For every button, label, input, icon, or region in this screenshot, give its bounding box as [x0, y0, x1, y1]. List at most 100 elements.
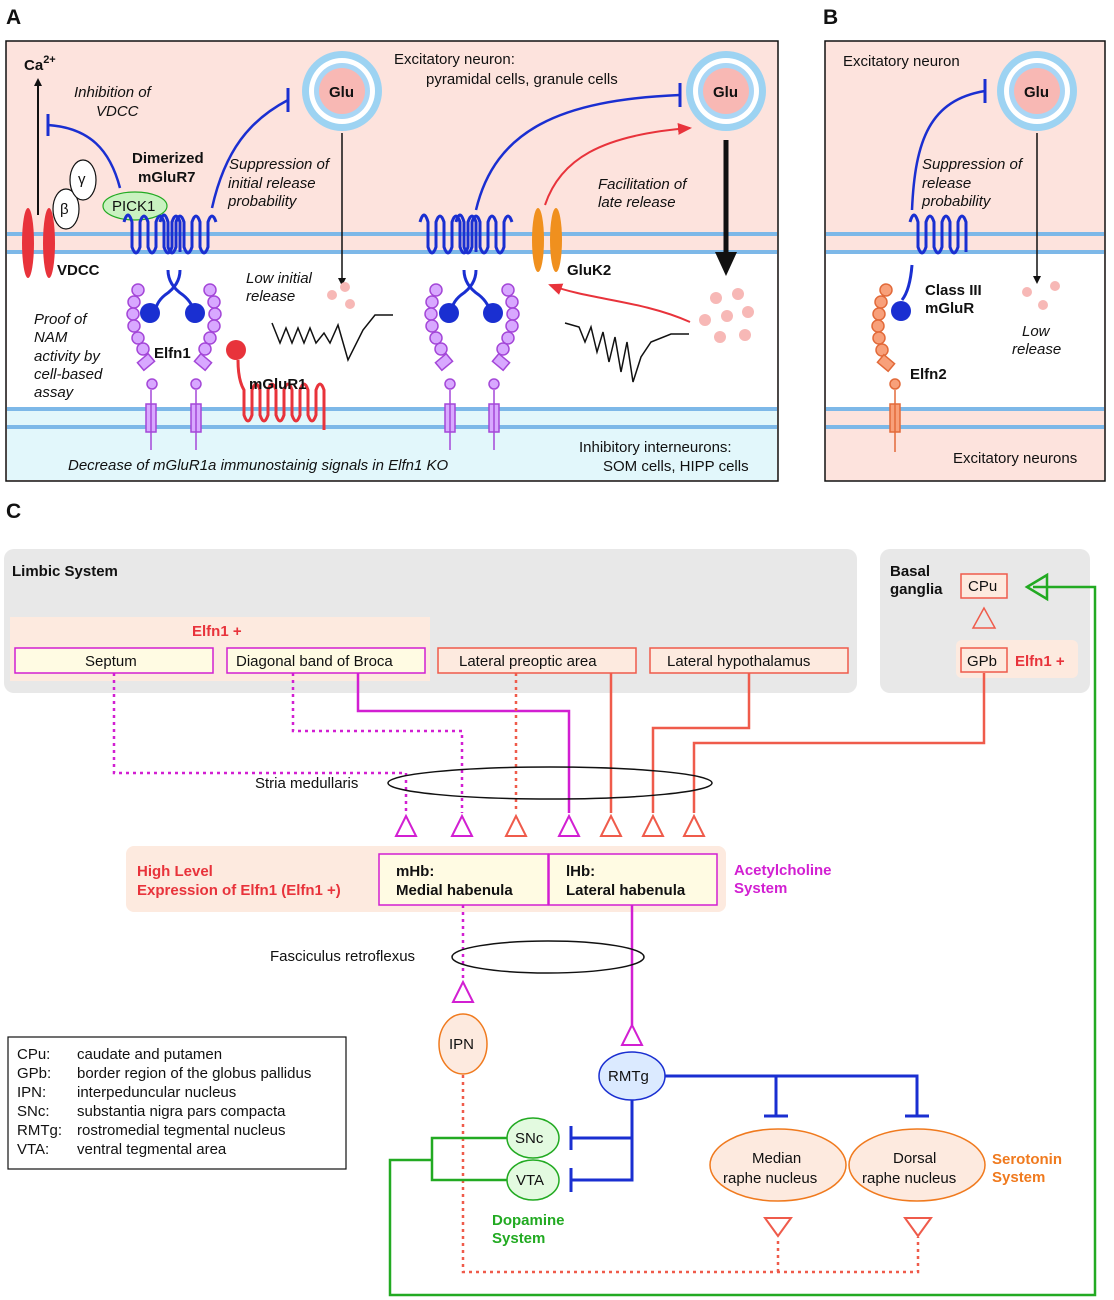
abbreviation-legend: [7, 1036, 347, 1170]
stria-label: Stria medullaris: [255, 775, 358, 792]
proof-label-3: activity by: [34, 348, 101, 365]
mglur1-receptor: [236, 359, 326, 430]
vta-label: VTA: [516, 1172, 544, 1189]
panel-b: Excitatory neuron Glu Suppression of rel…: [824, 40, 1106, 482]
glu-label-b: Glu: [1024, 84, 1049, 101]
median-terminal: [763, 1217, 793, 1238]
released-glu-dots-b: [1022, 281, 1060, 310]
gamma-beta-subunits: β γ: [52, 159, 97, 230]
lhb-label-1: lHb:: [566, 863, 595, 880]
gluk2-label: GluK2: [567, 262, 611, 279]
suppression-label-1: Suppression of: [229, 156, 331, 173]
snc-label: SNc: [515, 1130, 544, 1147]
high-level-2: Expression of Elfn1 (Elfn1 +): [137, 882, 341, 899]
glu-vesicle-b: [997, 51, 1077, 131]
suppression-label-2: initial release: [228, 175, 316, 192]
dorsal-label-1: Dorsal: [893, 1150, 936, 1167]
gpb-label: GPb: [967, 653, 997, 670]
inhibitory-label-1: Inhibitory interneurons:: [579, 439, 732, 456]
ipn-label: IPN: [449, 1036, 474, 1053]
rmtg-label: RMTg: [608, 1068, 649, 1085]
dbb-box: [226, 647, 426, 674]
class3-label-2: mGluR: [925, 300, 974, 317]
glu-label-1: Glu: [329, 84, 354, 101]
panel-letter-b: B: [823, 6, 838, 29]
median-raphe-node: [709, 1128, 847, 1202]
serotonin-label-1: Serotonin: [992, 1151, 1062, 1168]
lh-label: Lateral hypothalamus: [667, 653, 810, 670]
rmtg-inhibitory-projections: [569, 1074, 929, 1192]
high-level-1: High Level: [137, 863, 213, 880]
fasciculus-ring: [451, 940, 645, 974]
vdcc-label: VDCC: [57, 262, 100, 279]
low-release-2: release: [1012, 341, 1061, 358]
legend-abbr: VTA:: [17, 1141, 49, 1158]
legend-desc: substantia nigra pars compacta: [77, 1103, 286, 1120]
legend-abbr: GPb:: [17, 1065, 51, 1082]
elfn1-plus-label: Elfn1 +: [192, 623, 242, 640]
basal-label-1: Basal: [890, 563, 930, 580]
excitatory-label-1: Excitatory neuron:: [394, 51, 515, 68]
elfn1-dimer-right: [424, 283, 520, 450]
stria-ring: [387, 766, 713, 800]
ach-label-1: Acetylcholine: [734, 862, 832, 879]
dorsal-raphe-node: [848, 1128, 986, 1202]
low-release-1: Low: [1022, 323, 1051, 340]
fasciculus-label: Fasciculus retroflexus: [270, 948, 415, 965]
svg-text:β: β: [60, 201, 69, 218]
serotonin-label-2: System: [992, 1169, 1045, 1186]
inhibitory-label-2: SOM cells, HIPP cells: [603, 458, 749, 475]
median-label-2: raphe nucleus: [723, 1170, 817, 1187]
epsc-trace-1: [271, 314, 393, 363]
lpa-box: [437, 647, 637, 674]
low-initial-label-1: Low initial: [246, 270, 313, 287]
inhibition-vdcc-label-2: VDCC: [96, 103, 139, 120]
mhb-label-2: Medial habenula: [396, 882, 513, 899]
legend-desc: rostromedial tegmental nucleus: [77, 1122, 285, 1139]
epsc-trace-2: [564, 322, 689, 383]
legend-abbr: RMTg:: [17, 1122, 62, 1139]
class3-mglur: [900, 213, 968, 301]
svg-text:γ: γ: [78, 171, 86, 188]
cpu-terminal: [971, 606, 997, 629]
legend-abbr: CPu:: [17, 1046, 50, 1063]
legend-desc: ventral tegmental area: [77, 1141, 227, 1158]
vdcc-channel: [22, 208, 55, 278]
suppression-label-3: probability: [227, 193, 298, 210]
lhb-box: [548, 853, 718, 906]
legend-desc: interpeduncular nucleus: [77, 1084, 236, 1101]
legend-desc: caudate and putamen: [77, 1046, 222, 1063]
proof-label-4: cell-based: [34, 366, 103, 383]
glu-vesicle-1: [302, 51, 382, 131]
decrease-label: Decrease of mGluR1a immunostainig signal…: [68, 457, 449, 474]
panel-c: Limbic System Elfn1 + Basal ganglia Sept…: [4, 549, 1097, 1297]
elfn1-dimer-left: [126, 283, 222, 450]
legend-abbr: SNc:: [17, 1103, 50, 1120]
panel-letter-a: A: [6, 6, 21, 29]
released-glu-dots-2: [699, 288, 754, 343]
basal-label-2: ganglia: [890, 581, 943, 598]
pick1-label: PICK1: [112, 198, 155, 215]
dopamine-label-1: Dopamine: [492, 1212, 565, 1229]
gpb-box: [960, 647, 1008, 673]
cpu-label: CPu: [968, 578, 997, 595]
ca-label: Ca2+: [24, 54, 56, 74]
elfn2-label: Elfn2: [910, 366, 947, 383]
proof-label-1: Proof of: [34, 311, 88, 328]
dorsal-label-2: raphe nucleus: [862, 1170, 956, 1187]
lhb-label-2: Lateral habenula: [566, 882, 686, 899]
suppression-b-1: Suppression of: [922, 156, 1024, 173]
elfn1-label-a: Elfn1: [154, 345, 191, 362]
panel-letter-c: C: [6, 500, 21, 523]
projections-to-habenula: [112, 673, 986, 813]
low-initial-label-2: release: [246, 288, 295, 305]
cpu-box: [960, 573, 1008, 599]
excitatory-label-b: Excitatory neuron: [843, 53, 960, 70]
facilitation-label-2: late release: [598, 194, 676, 211]
ach-label-2: System: [734, 880, 787, 897]
ipn-terminal: [451, 979, 475, 1003]
panel-a: Ca2+ Inhibition of VDCC VDCC β γ PICK1 D…: [5, 40, 779, 482]
dopamine-label-2: System: [492, 1230, 545, 1247]
proof-label-5: assay: [34, 384, 75, 401]
mglur1-head: [226, 340, 246, 360]
